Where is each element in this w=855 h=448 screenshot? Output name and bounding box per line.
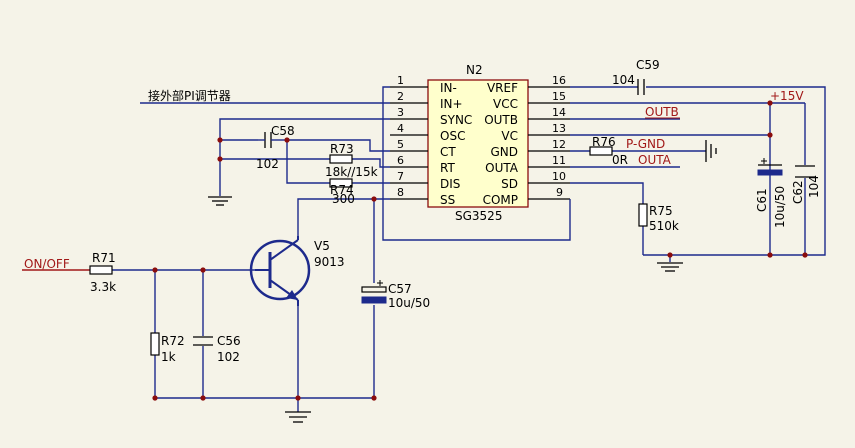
pin-number: 8: [397, 186, 404, 199]
r72-ref: R72: [161, 334, 185, 348]
pin-name: VCC: [493, 97, 518, 111]
capacitor-c61: [757, 158, 783, 176]
pin-number: 15: [552, 90, 566, 103]
resistor-r73: [329, 154, 353, 164]
ground-symbol-right: [657, 262, 683, 272]
v5-ref: V5: [314, 239, 330, 253]
c59-ref: C59: [636, 58, 660, 72]
ic-ref-label: N2: [466, 63, 483, 77]
r74-value: 300: [332, 192, 355, 206]
r76-value: 0R: [612, 153, 628, 167]
capacitor-c59: [637, 79, 645, 95]
pin-number: 13: [552, 122, 566, 135]
pin-number: 2: [397, 90, 404, 103]
resistor-r76: [589, 146, 613, 156]
resistor-r74: [329, 178, 353, 188]
pgnd-symbol: [705, 140, 717, 162]
c61-ref: C61: [755, 188, 769, 212]
c58-ref: C58: [271, 124, 295, 138]
r72-value: 1k: [161, 350, 176, 364]
net-label-onoff: ON/OFF: [24, 257, 70, 271]
pin-name: SS: [440, 193, 455, 207]
junction-dots: [152, 100, 808, 401]
wires-right: [570, 86, 826, 262]
r73-value: 18k//15k: [325, 165, 378, 179]
c57-value: 10u/50: [388, 296, 430, 310]
capacitor-c58: [258, 132, 287, 148]
capacitor-c62: [795, 165, 815, 178]
pin-name: OUTB: [484, 113, 518, 127]
c61-value: 10u/50: [773, 186, 787, 228]
resistor-r75: [638, 203, 648, 227]
ic-left-pins: [390, 86, 428, 200]
c62-ref: C62: [791, 180, 805, 204]
ic-right-pins: [528, 86, 570, 200]
r71-value: 3.3k: [90, 280, 116, 294]
r73-ref: R73: [330, 142, 354, 156]
ic-part-label: SG3525: [455, 209, 502, 223]
pin-name: SYNC: [440, 113, 472, 127]
pin-number: 11: [552, 154, 566, 167]
net-label-outa: OUTA: [638, 153, 672, 167]
pin-number: 3: [397, 106, 404, 119]
pin-name: CT: [440, 145, 456, 159]
pin-name: IN+: [440, 97, 463, 111]
ic-body: [427, 79, 529, 208]
pin-number: 10: [552, 170, 566, 183]
resistor-r72: [150, 332, 160, 356]
v5-value: 9013: [314, 255, 345, 269]
pin-number: 9: [556, 186, 563, 199]
pin-name: COMP: [483, 193, 518, 207]
r71-ref: R71: [92, 251, 116, 265]
pin-name: OUTA: [485, 161, 519, 175]
pin-name: OSC: [440, 129, 465, 143]
pin-number: 5: [397, 138, 404, 151]
transistor-v5: [249, 236, 311, 306]
pin-name: IN-: [440, 81, 457, 95]
r75-ref: R75: [649, 204, 673, 218]
pin-number: 7: [397, 170, 404, 183]
pin-name: DIS: [440, 177, 460, 191]
pin-name: SD: [501, 177, 518, 191]
c56-value: 102: [217, 350, 240, 364]
pin-name: VREF: [487, 81, 518, 95]
resistor-r71: [89, 265, 113, 275]
pin-name: RT: [440, 161, 455, 175]
pi-regulator-label: 接外部PI调节器: [148, 88, 231, 103]
c62-value: 104: [807, 175, 821, 198]
pin-number: 4: [397, 122, 404, 135]
pin-number: 16: [552, 74, 566, 87]
c58-value: 102: [256, 157, 279, 171]
pin-number: 12: [552, 138, 566, 151]
pin-number: 6: [397, 154, 404, 167]
r74-ref: R74: [330, 183, 354, 197]
pin-number: 14: [552, 106, 566, 119]
capacitor-c56: [193, 336, 213, 346]
wires-bottom: [22, 269, 374, 412]
c59-value: 104: [612, 73, 635, 87]
r76-ref: R76: [592, 135, 616, 149]
pin-name: GND: [490, 145, 518, 159]
net-label-supply: +15V: [770, 89, 804, 103]
c56-ref: C56: [217, 334, 241, 348]
c57-ref: C57: [388, 282, 412, 296]
r75-value: 510k: [649, 219, 679, 233]
capacitor-c57: [361, 280, 387, 304]
wires-left: [140, 86, 571, 398]
net-label-pgnd: P-GND: [626, 137, 665, 151]
pin-name: VC: [501, 129, 518, 143]
net-label-outb: OUTB: [645, 105, 679, 119]
pin-number: 1: [397, 74, 404, 87]
ground-symbol-left: [208, 196, 232, 206]
ground-symbol-bottom: [285, 411, 311, 423]
